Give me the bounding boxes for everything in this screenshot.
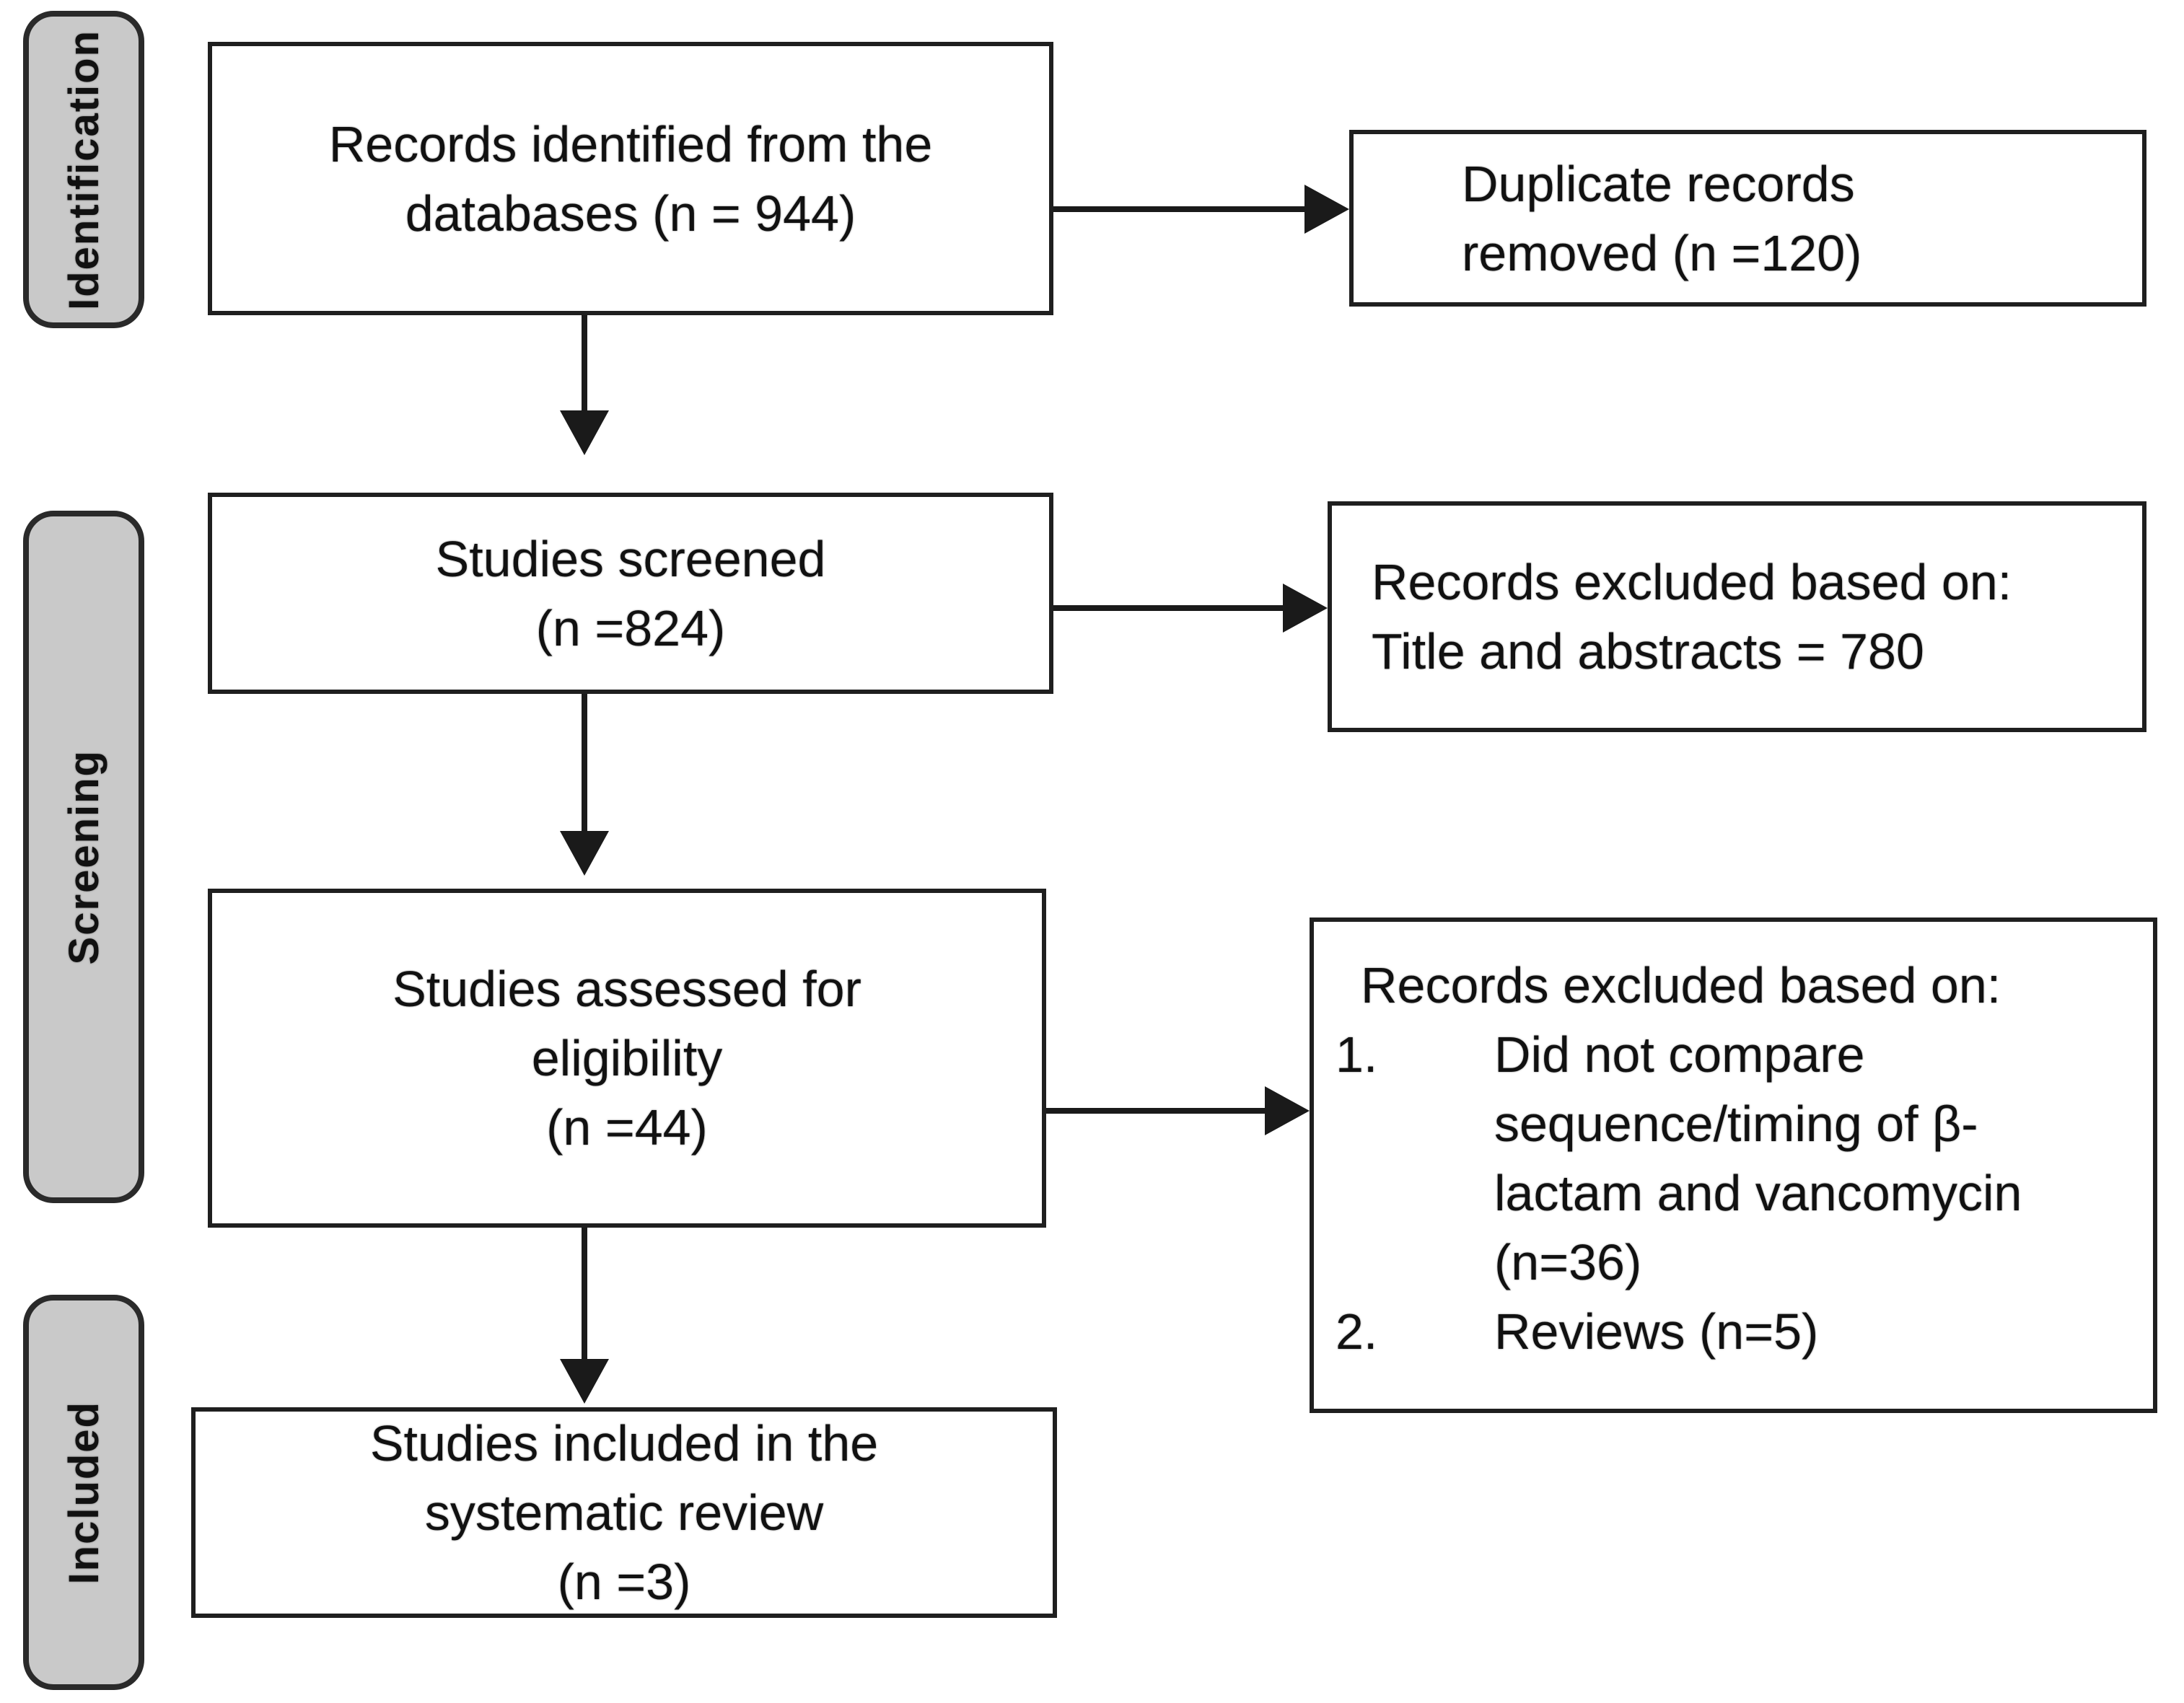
- box-records-identified-line: Records identified from the: [328, 115, 933, 172]
- excluded-item-text-line: Did not compare: [1494, 1026, 1865, 1083]
- box-records-excluded-title-abstract: Records excluded based on: Title and abs…: [1328, 501, 2146, 732]
- arrow-assessed-to-included: [582, 1228, 587, 1359]
- stage-label-included: Included: [23, 1295, 144, 1690]
- excluded-item-number: 1.: [1336, 1026, 1378, 1083]
- excluded-item-text-line: sequence/timing of β-: [1494, 1096, 1978, 1152]
- box-studies-assessed: Studies assessed for eligibility (n =44): [208, 889, 1046, 1228]
- box-studies-assessed-line: eligibility: [531, 1030, 723, 1086]
- arrow-screened-to-assessed-arrowhead: [560, 831, 609, 876]
- box-studies-included: Studies included in the systematic revie…: [191, 1407, 1057, 1618]
- arrow-screened-to-excluded-arrowhead: [1283, 584, 1328, 633]
- box-records-excluded-title-line: Title and abstracts = 780: [1372, 623, 1924, 679]
- stage-label-included-text: Included: [60, 1400, 108, 1585]
- excluded-eligibility-item-2: 2. Reviews (n=5): [1336, 1297, 2139, 1366]
- box-records-identified-line: databases (n = 944): [405, 185, 856, 242]
- arrow-assessed-to-excluded-arrowhead: [1265, 1086, 1310, 1135]
- box-duplicate-records-line: Duplicate records: [1462, 155, 1855, 212]
- box-studies-included-line: Studies included in the: [369, 1415, 879, 1471]
- excluded-item-text-line: (n=36): [1494, 1234, 1642, 1290]
- box-studies-screened-line: (n =824): [535, 599, 726, 656]
- stage-label-screening: Screening: [23, 511, 144, 1203]
- stage-label-identification: Identification: [23, 11, 144, 328]
- box-records-excluded-title-line: Records excluded based on:: [1372, 554, 2012, 610]
- excluded-item-number: 2.: [1336, 1303, 1378, 1360]
- box-records-excluded-eligibility: Records excluded based on: 1. Did not co…: [1310, 917, 2157, 1413]
- arrow-identified-to-duplicates: [1053, 206, 1304, 212]
- arrow-screened-to-excluded: [1053, 605, 1283, 611]
- excluded-item-text-line: lactam and vancomycin: [1494, 1165, 2022, 1221]
- box-records-identified: Records identified from the databases (n…: [208, 42, 1053, 315]
- arrow-identified-to-duplicates-arrowhead: [1304, 185, 1349, 234]
- excluded-eligibility-heading: Records excluded based on:: [1361, 957, 2001, 1013]
- stage-label-screening-text: Screening: [60, 749, 108, 965]
- excluded-eligibility-item-1: 1. Did not compare sequence/timing of β-…: [1336, 1020, 2139, 1297]
- box-duplicate-records-removed: Duplicate records removed (n =120): [1349, 130, 2146, 307]
- box-studies-included-line: (n =3): [557, 1554, 691, 1610]
- stage-label-identification-text: Identification: [60, 29, 108, 310]
- arrow-identified-to-screened: [582, 315, 587, 410]
- excluded-item-text-line: Reviews (n=5): [1494, 1303, 1819, 1360]
- arrow-assessed-to-excluded: [1046, 1108, 1265, 1114]
- box-studies-screened-line: Studies screened: [435, 530, 826, 587]
- arrow-identified-to-screened-arrowhead: [560, 410, 609, 455]
- arrow-assessed-to-included-arrowhead: [560, 1359, 609, 1404]
- box-duplicate-records-line: removed (n =120): [1462, 224, 1862, 281]
- excluded-item-text: Reviews (n=5): [1494, 1297, 2139, 1366]
- arrow-screened-to-assessed: [582, 694, 587, 831]
- box-studies-screened: Studies screened (n =824): [208, 493, 1053, 694]
- box-studies-assessed-line: (n =44): [546, 1099, 708, 1156]
- box-studies-assessed-line: Studies assessed for: [392, 961, 861, 1017]
- box-studies-included-line: systematic review: [424, 1484, 824, 1541]
- excluded-item-text: Did not compare sequence/timing of β- la…: [1494, 1020, 2139, 1297]
